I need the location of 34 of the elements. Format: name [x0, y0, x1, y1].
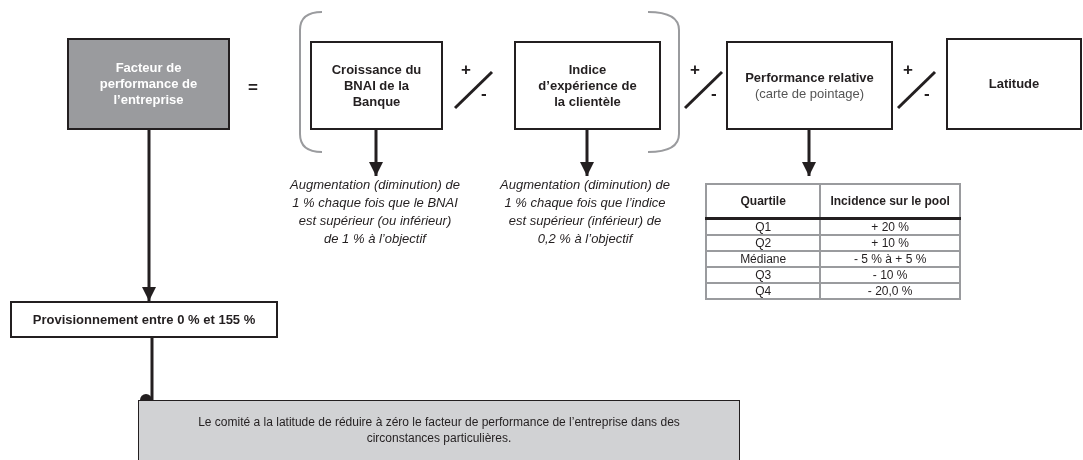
box-title: Performance relative	[745, 69, 874, 86]
process-box: Latitude	[946, 38, 1082, 130]
note-box: Le comité a la latitude de réduire à zéro le facteur de performance de l’entreprise dans des circonstances particulières.	[138, 400, 740, 460]
table-cell: + 20 %	[820, 218, 960, 235]
plus-sign: +	[690, 60, 700, 80]
table-cell: - 10 %	[820, 266, 960, 283]
process-box: Facteur de performance de l’entreprise	[67, 38, 230, 130]
arrow	[802, 130, 816, 176]
arrow	[580, 130, 594, 176]
table-cell: Q4	[706, 282, 821, 299]
arrow	[142, 130, 156, 301]
plus-sign: +	[903, 60, 913, 80]
note-text: Augmentation (diminution) de 1 % chaque fois que le BNAI est supérieur (ou inférieur) de 1 % à l’objectif	[290, 176, 460, 292]
note-text: Augmentation (diminution) de 1 % chaque fois que l’indice est supérieur (inférieur) de 0,2 % à l’objectif	[500, 176, 670, 292]
process-box: Indice d’expérience de la clientèle	[514, 41, 661, 130]
header-cell: Quartile	[706, 183, 821, 218]
table-cell: - 20,0 %	[820, 282, 960, 299]
table-cell: Q3	[706, 266, 821, 283]
table-cell: Médiane	[706, 250, 821, 267]
result-box: Provisionnement entre 0 % et 155 %	[10, 301, 278, 338]
process-box: Croissance du BNAI de la Banque	[310, 41, 443, 130]
table-cell: - 5 % à + 5 %	[820, 250, 960, 267]
arrow	[369, 130, 383, 176]
equals-sign: =	[248, 78, 258, 98]
box-subtitle: (carte de pointage)	[754, 85, 865, 102]
plus-sign: +	[461, 60, 471, 80]
table-cell: Q1	[706, 218, 821, 235]
minus-sign: -	[711, 84, 717, 104]
minus-sign: -	[924, 84, 930, 104]
table-cell: + 10 %	[820, 234, 960, 251]
minus-sign: -	[481, 84, 487, 104]
header-cell: Incidence sur le pool	[820, 183, 960, 218]
process-box	[726, 41, 893, 130]
table-cell: Q2	[706, 234, 821, 251]
